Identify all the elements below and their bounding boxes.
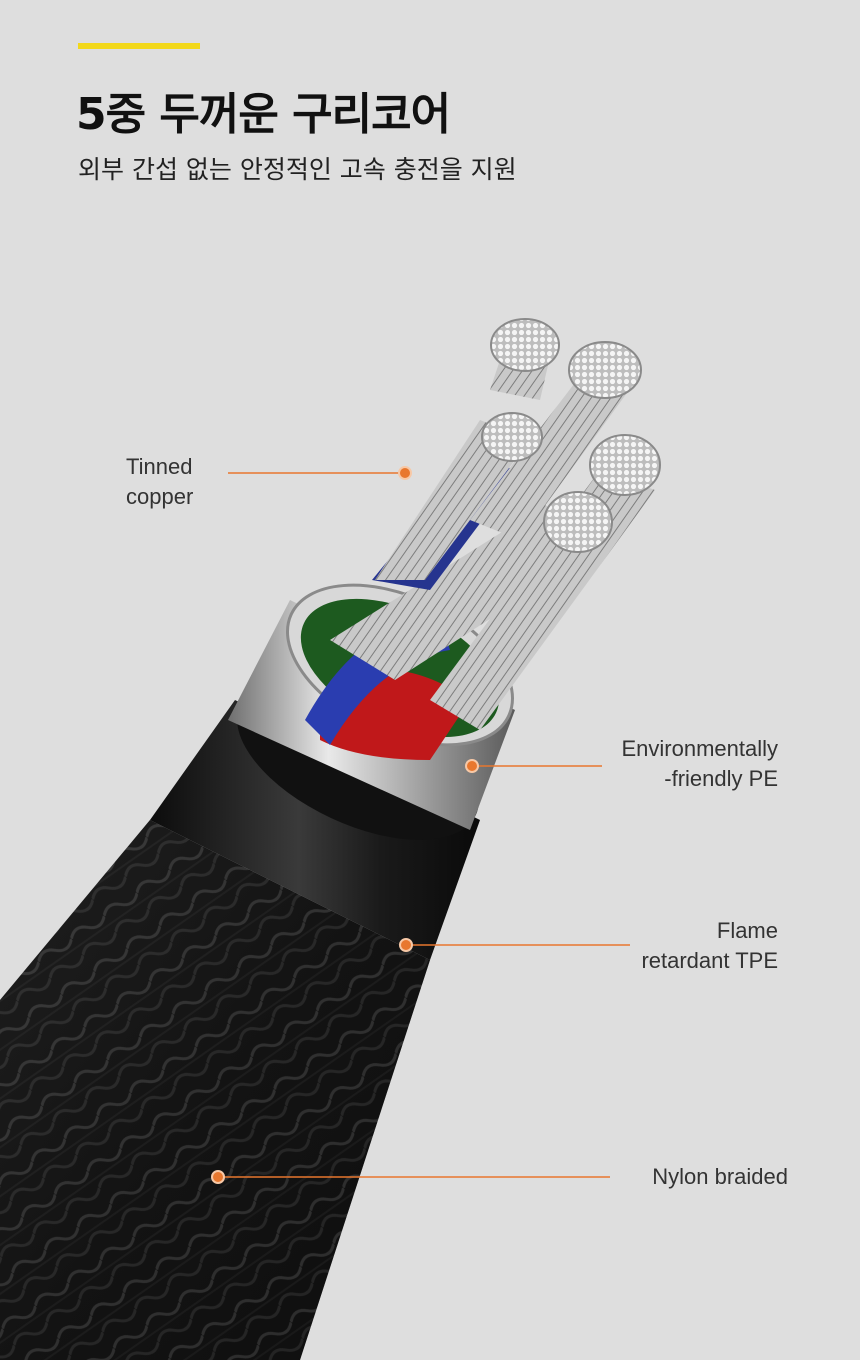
accent-bar xyxy=(78,43,200,49)
callout-pe-label: Environmentally -friendly PE xyxy=(621,734,778,794)
callout-tinned-copper-line2: copper xyxy=(126,484,194,509)
callout-pe-line xyxy=(465,759,602,773)
callout-nylon-label: Nylon braided xyxy=(652,1162,788,1192)
page-subtitle: 외부 간섭 없는 안정적인 고속 충전을 지원 xyxy=(78,155,517,184)
callout-tpe-line1: Flame xyxy=(716,918,778,943)
callout-tinned-copper-label: Tinned copper xyxy=(126,452,193,512)
callout-tinned-copper-line1: Tinned xyxy=(126,454,193,479)
callout-tpe-line xyxy=(399,938,630,952)
callout-pe-line2: -friendly PE xyxy=(664,766,778,791)
copper-strands xyxy=(330,318,661,730)
nylon-braid-jacket xyxy=(0,820,430,1360)
callout-nylon-line1: Nylon braided xyxy=(652,1164,788,1189)
callout-tpe-label: Flame retardant TPE xyxy=(641,916,778,976)
callout-tinned-copper-line xyxy=(228,466,412,480)
callout-pe-line1: Environmentally xyxy=(621,736,778,761)
callout-tpe-line2: retardant TPE xyxy=(641,948,778,973)
callout-nylon-line xyxy=(211,1170,610,1184)
page-title: 5중 두꺼운 구리코어 xyxy=(76,89,451,140)
